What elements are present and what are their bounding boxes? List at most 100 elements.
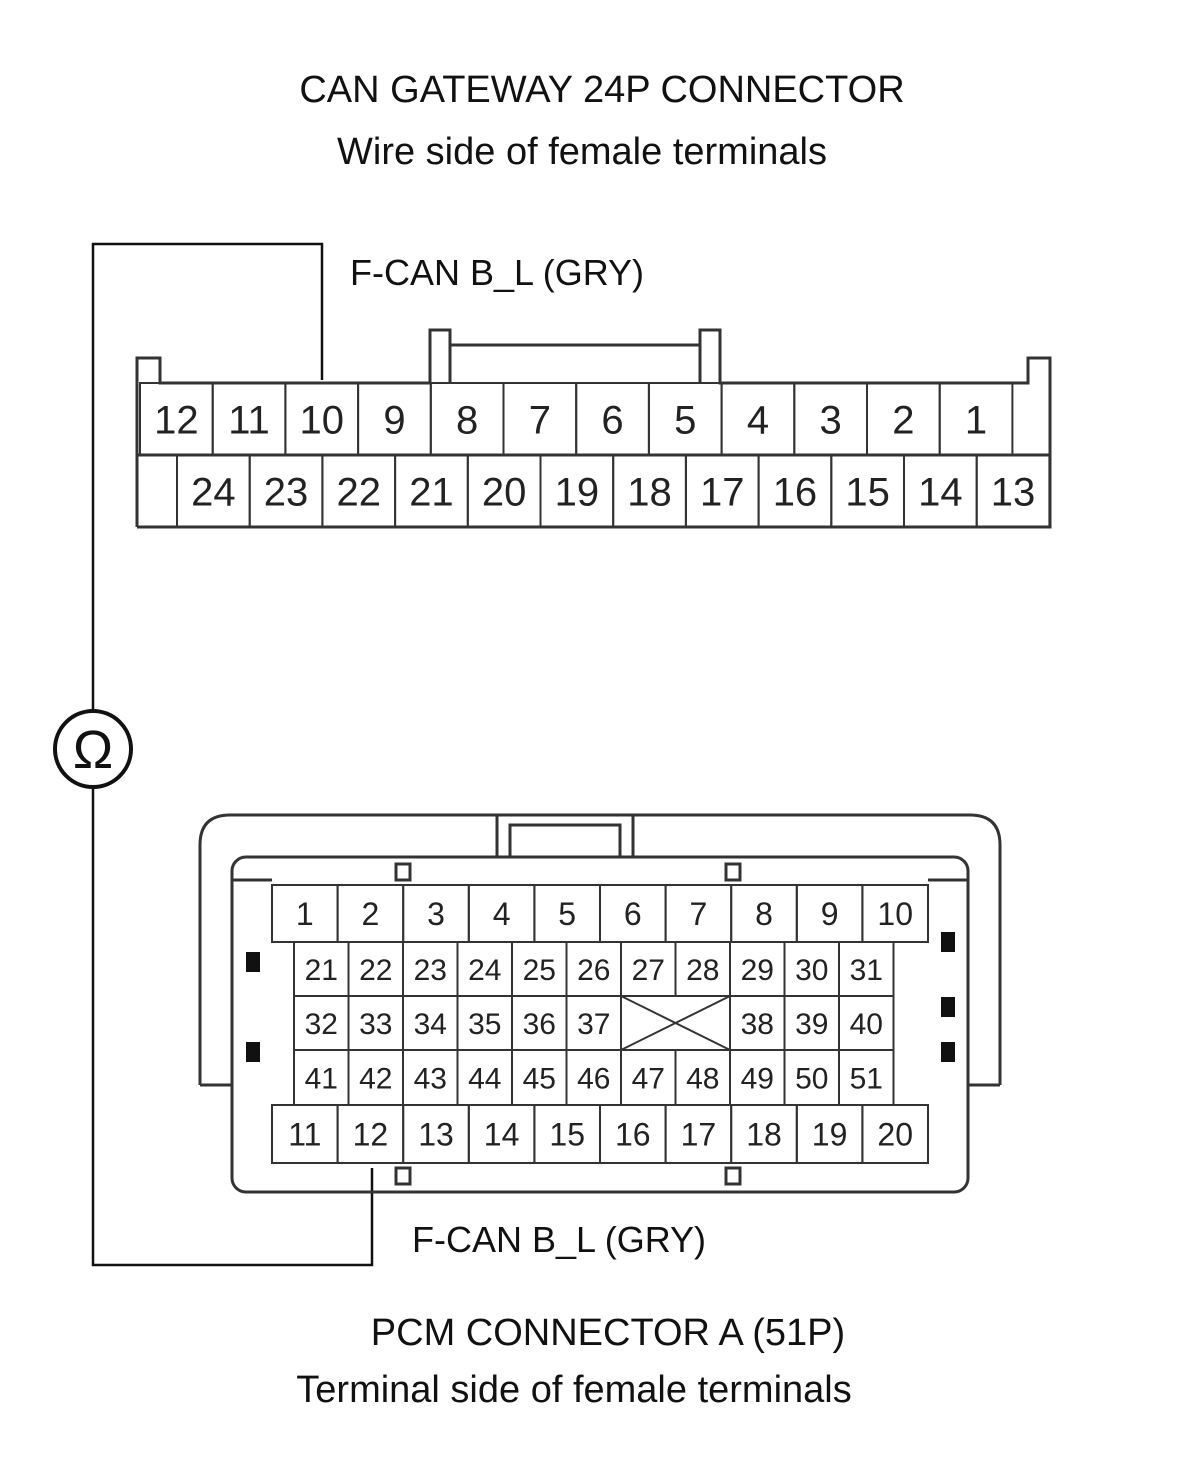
gateway-terminal-2-label: 2 xyxy=(892,398,914,442)
gateway-terminal-20-label: 20 xyxy=(482,470,527,514)
pcm-terminal-28-label: 28 xyxy=(686,954,719,987)
pcm-subtitle: Terminal side of female terminals xyxy=(296,1369,851,1411)
gateway-terminal-3-label: 3 xyxy=(820,398,842,442)
gateway-terminal-7-label: 7 xyxy=(529,398,551,442)
gateway-title: CAN GATEWAY 24P CONNECTOR xyxy=(299,69,904,111)
pcm-terminal-36-label: 36 xyxy=(523,1008,556,1041)
gateway-terminal-5-label: 5 xyxy=(674,398,696,442)
gateway-terminal-8-label: 8 xyxy=(456,398,478,442)
gateway-terminal-10-label: 10 xyxy=(300,398,345,442)
pcm-wire-label: F-CAN B_L (GRY) xyxy=(412,1219,706,1260)
pcm-title: PCM CONNECTOR A (51P) xyxy=(371,1312,845,1354)
gateway-terminal-14-label: 14 xyxy=(918,470,963,514)
pcm-terminal-25-label: 25 xyxy=(523,954,556,987)
pcm-terminal-15-label: 15 xyxy=(549,1117,585,1153)
pcm-terminal-47-label: 47 xyxy=(632,1062,665,1095)
pcm-terminal-29-label: 29 xyxy=(741,954,774,987)
ohmmeter: Ω xyxy=(53,709,133,789)
ohm-symbol: Ω xyxy=(73,720,113,780)
pcm-latch-inner xyxy=(508,823,622,859)
pcm-key-bottom-left xyxy=(394,1166,412,1186)
pcm-connector xyxy=(198,813,1002,1194)
pcm-terminal-51-label: 51 xyxy=(850,1062,883,1095)
pcm-terminal-23-label: 23 xyxy=(414,954,447,987)
pcm-key-bottom-right xyxy=(724,1166,742,1186)
meter-wiring xyxy=(91,242,374,1267)
gateway-terminal-13-cell xyxy=(975,454,1051,528)
gateway-terminal-21-label: 21 xyxy=(409,470,454,514)
pcm-terminal-34-label: 34 xyxy=(414,1008,447,1041)
pcm-tab-left-1 xyxy=(246,952,260,972)
gateway-terminal-19-label: 19 xyxy=(555,470,600,514)
gateway-terminal-15-label: 15 xyxy=(845,470,890,514)
gateway-terminal-1-label: 1 xyxy=(965,398,987,442)
pcm-terminal-16-label: 16 xyxy=(615,1117,651,1153)
pcm-terminal-10-cell xyxy=(861,884,930,943)
pcm-terminal-41-label: 41 xyxy=(305,1062,338,1095)
pcm-terminal-1-label: 1 xyxy=(296,896,314,932)
pcm-terminal-10-label: 10 xyxy=(877,896,913,932)
pcm-terminal-30-label: 30 xyxy=(795,954,828,987)
pcm-terminal-18-label: 18 xyxy=(746,1117,782,1153)
blank-cross-line xyxy=(620,995,731,1051)
pcm-tab-right-1 xyxy=(941,932,955,952)
pcm-terminal-27-label: 27 xyxy=(632,954,665,987)
pcm-terminal-38-label: 38 xyxy=(741,1008,774,1041)
pcm-terminal-46-label: 46 xyxy=(577,1062,610,1095)
pcm-terminal-7-label: 7 xyxy=(690,896,708,932)
pcm-terminal-40-label: 40 xyxy=(850,1008,883,1041)
pcm-terminal-4-label: 4 xyxy=(493,896,511,932)
pcm-terminal-39-label: 39 xyxy=(795,1008,828,1041)
pcm-terminal-11-label: 11 xyxy=(288,1117,321,1153)
wire-to-gateway xyxy=(91,242,324,710)
pcm-terminal-21-label: 21 xyxy=(305,954,338,987)
pcm-terminal-8-label: 8 xyxy=(755,896,773,932)
pcm-terminal-3-label: 3 xyxy=(427,896,445,932)
pcm-key-top-right xyxy=(724,862,742,882)
pcm-terminal-49-label: 49 xyxy=(741,1062,774,1095)
gateway-terminal-22-label: 22 xyxy=(337,470,382,514)
pcm-key-top-left xyxy=(394,862,412,882)
pcm-terminal-14-label: 14 xyxy=(484,1117,520,1153)
pcm-terminal-44-label: 44 xyxy=(468,1062,501,1095)
gateway-terminal-6-label: 6 xyxy=(601,398,623,442)
pcm-latch xyxy=(495,813,635,859)
pcm-tab-right-3 xyxy=(941,1042,955,1062)
pcm-terminal-12-label: 12 xyxy=(353,1117,389,1153)
pcm-terminal-42-label: 42 xyxy=(359,1062,392,1095)
gateway-terminal-24-label: 24 xyxy=(191,470,236,514)
pcm-terminal-37-label: 37 xyxy=(577,1008,610,1041)
pcm-terminal-31-label: 31 xyxy=(850,954,883,987)
pcm-terminal-20-label: 20 xyxy=(877,1117,913,1153)
gateway-terminal-4-label: 4 xyxy=(747,398,769,442)
gateway-wire-label: F-CAN B_L (GRY) xyxy=(350,252,644,293)
pcm-terminal-6-label: 6 xyxy=(624,896,642,932)
ohmmeter-circle xyxy=(53,709,133,789)
gateway-terminal-23-label: 23 xyxy=(264,470,309,514)
gateway-terminal-9-label: 9 xyxy=(383,398,405,442)
pcm-terminal-9-label: 9 xyxy=(821,896,839,932)
pcm-terminal-43-label: 43 xyxy=(414,1062,447,1095)
wire-to-pcm xyxy=(91,788,374,1267)
pcm-terminal-45-label: 45 xyxy=(523,1062,556,1095)
gateway-subtitle: Wire side of female terminals xyxy=(337,131,827,173)
pcm-terminal-13-label: 13 xyxy=(418,1117,454,1153)
pcm-terminal-20-cell xyxy=(861,1104,930,1164)
pcm-terminal-22-label: 22 xyxy=(359,954,392,987)
pcm-side-tabs xyxy=(246,932,955,1062)
gateway-terminal-18-label: 18 xyxy=(627,470,672,514)
pcm-tab-right-2 xyxy=(941,997,955,1017)
pcm-terminal-26-label: 26 xyxy=(577,954,610,987)
gateway-terminal-17-label: 17 xyxy=(700,470,745,514)
gateway-terminal-16-label: 16 xyxy=(773,470,818,514)
pcm-terminal-5-label: 5 xyxy=(558,896,576,932)
pcm-terminal-50-label: 50 xyxy=(795,1062,828,1095)
pcm-terminal-32-label: 32 xyxy=(305,1008,338,1041)
pcm-terminal-35-label: 35 xyxy=(468,1008,501,1041)
pcm-terminal-17-label: 17 xyxy=(681,1117,717,1153)
gateway-terminal-11-label: 11 xyxy=(228,398,270,442)
pcm-terminal-24-label: 24 xyxy=(468,954,501,987)
